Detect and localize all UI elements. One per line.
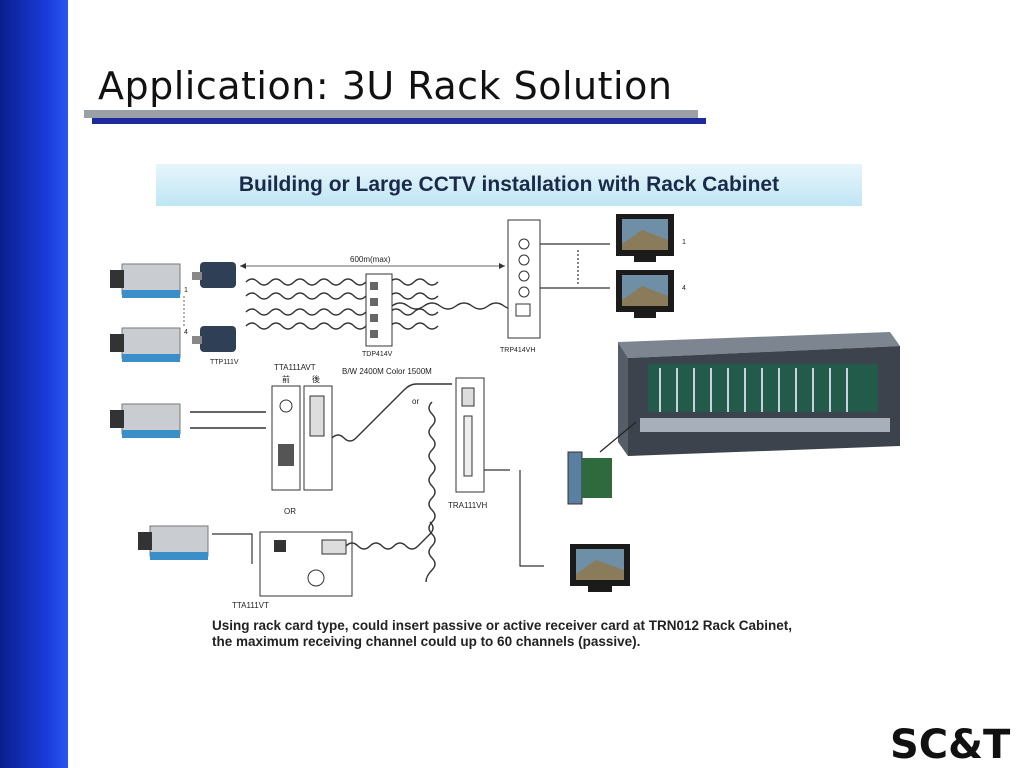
front-label: 前	[282, 374, 290, 384]
coax-cables-middle	[190, 411, 266, 429]
title-underline-blue	[92, 118, 706, 124]
distance-label: 600m(max)	[350, 255, 391, 264]
tta-vt-label: TTA111VT	[232, 601, 269, 610]
camera-top-4	[110, 327, 181, 362]
back-label: 後	[312, 374, 320, 384]
tra-label: TRA111VH	[448, 501, 487, 510]
monitor-top-4	[616, 270, 674, 318]
rack-card-arrow	[599, 421, 637, 453]
cctv-diagram: 1 4 TTP111V 600m(max) TDP414V	[110, 214, 900, 610]
rack-card	[567, 451, 612, 505]
diagram-banner: Building or Large CCTV installation with…	[156, 164, 862, 206]
side-bar	[0, 0, 68, 768]
trp-device	[507, 219, 541, 339]
ttp-label: TTP111V	[210, 359, 239, 366]
camera-index-1: 1	[184, 287, 188, 294]
ttp-balun-bottom	[192, 326, 236, 352]
sct-logo: SC&T	[890, 722, 1011, 764]
twisted-pair-cables	[245, 278, 439, 330]
tra-device	[455, 377, 485, 493]
camera-bottom	[138, 525, 209, 560]
camera-top-1	[110, 263, 181, 298]
tra-output-cable	[484, 469, 544, 567]
bw-color-label: B/W 2400M Color 1500M	[342, 367, 432, 376]
trp-label: TRP414VH	[500, 347, 535, 354]
diagram-caption: Using rack card type, could insert passi…	[212, 618, 852, 650]
monitor-top-1	[616, 214, 674, 262]
tta-vt-device	[259, 531, 353, 597]
logo-text: SC&T	[890, 722, 1011, 764]
caption-line-2: the maximum receiving channel could up t…	[212, 634, 641, 649]
slide-title: Application: 3U Rack Solution	[98, 64, 673, 108]
bottom-twisted-cable	[345, 521, 434, 550]
tdp-device	[365, 273, 393, 347]
rack-cabinet	[618, 332, 900, 456]
monitor-bottom	[570, 544, 630, 592]
monitor-index-1: 1	[682, 239, 686, 246]
tta-avt-label: TTA111AVT	[274, 363, 316, 372]
title-underline-gray	[84, 110, 698, 118]
camera-middle	[110, 403, 181, 438]
monitor-index-4: 4	[682, 285, 686, 292]
tdp-label: TDP414V	[362, 351, 393, 358]
or-label-2: OR	[284, 507, 296, 516]
ttp-balun-top	[192, 262, 236, 288]
tta-avt-device	[271, 385, 333, 491]
bottom-camera-cable	[212, 533, 253, 564]
camera-index-4: 4	[184, 329, 188, 336]
middle-twisted-cables	[331, 383, 452, 583]
caption-line-1: Using rack card type, could insert passi…	[212, 618, 793, 633]
or-label-1: or	[412, 397, 419, 406]
trp-output-cables	[540, 243, 610, 289]
